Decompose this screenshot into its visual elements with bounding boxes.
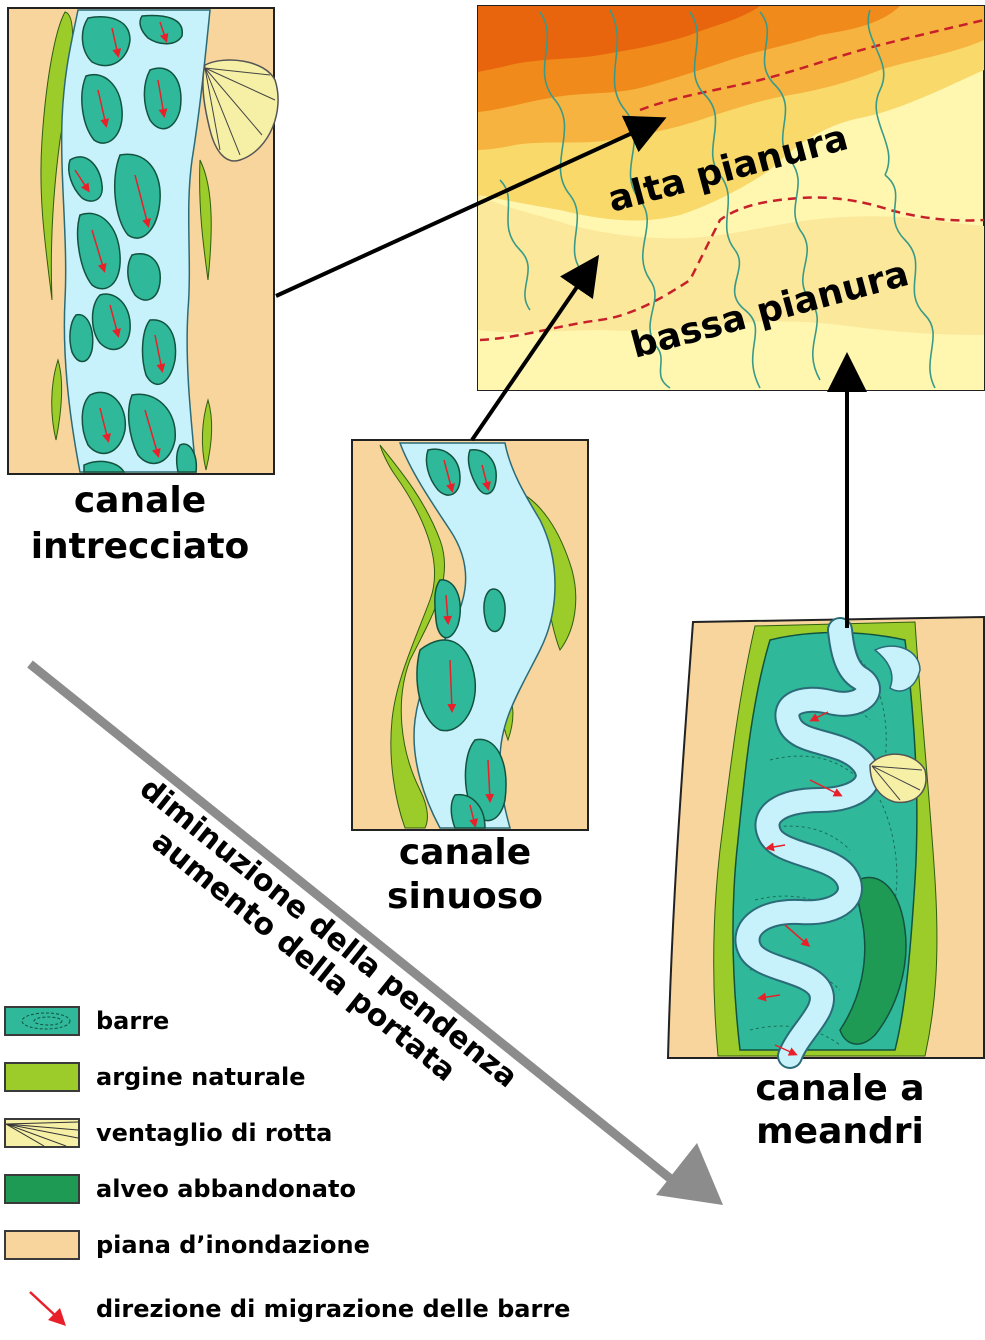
legend-item-piana-inondazione: piana d’inondazione: [0, 1225, 370, 1265]
legend-label-piana-inondazione: piana d’inondazione: [96, 1231, 370, 1259]
barre-swatch: [4, 1006, 80, 1036]
argine-naturale-swatch: [4, 1062, 80, 1092]
meandering-channel-panel: canale a meandri: [668, 617, 984, 1152]
legend-item-barre: barre: [0, 1001, 169, 1041]
legend-label-alveo-abbandonato: alveo abbandonato: [96, 1175, 356, 1203]
legend-label-argine-naturale: argine naturale: [96, 1063, 306, 1091]
alveo-abbandonato-swatch: [4, 1174, 80, 1204]
legend-item-argine-naturale: argine naturale: [0, 1057, 306, 1097]
piana-inondazione-swatch: [4, 1230, 80, 1260]
sinuous-label-line2: sinuoso: [387, 876, 543, 917]
legend-item-ventaglio-di-rotta: ventaglio di rotta: [0, 1113, 332, 1153]
legend-label-barre: barre: [96, 1007, 169, 1035]
ventaglio-di-rotta-swatch: [4, 1118, 80, 1148]
legend-item-direzione-migrazione: direzione di migrazione delle barre: [0, 1289, 570, 1329]
legend-item-alveo-abbandonato: alveo abbandonato: [0, 1169, 356, 1209]
red-arrow-icon: [4, 1294, 80, 1324]
braided-channel-panel: canale intrecciato: [8, 8, 278, 567]
braided-label-line2: intrecciato: [31, 526, 250, 567]
legend-label-ventaglio-di-rotta: ventaglio di rotta: [96, 1119, 332, 1147]
sinuous-channel-panel: canale sinuoso: [352, 440, 588, 917]
meandering-label-line2: meandri: [756, 1111, 924, 1152]
sinuous-label-line1: canale: [399, 832, 531, 873]
plain-map: alta pianura bassa pianura: [478, 6, 984, 390]
braided-label-line1: canale: [74, 480, 206, 521]
legend-label-direzione-migrazione: direzione di migrazione delle barre: [96, 1295, 570, 1323]
meandering-label-line1: canale a: [755, 1068, 924, 1109]
